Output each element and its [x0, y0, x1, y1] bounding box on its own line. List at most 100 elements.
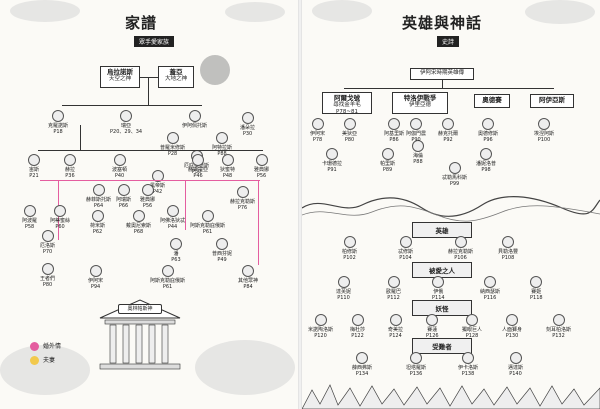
flames-illustration	[302, 384, 600, 409]
yellow-dot-icon	[30, 356, 39, 365]
tree-line	[344, 88, 554, 89]
cloud-decoration	[195, 340, 295, 395]
branch-box: 奧德賽	[474, 94, 510, 108]
legend: 婚外情 夫妻	[30, 340, 61, 368]
uranus-box: 烏拉諾斯天空之神	[100, 66, 140, 88]
legend-item: 夫妻	[30, 354, 61, 368]
gaia-box: 蓋亞大地之神	[158, 66, 194, 88]
section-monsters: 妖怪	[412, 300, 472, 316]
affair-line	[40, 180, 260, 181]
earth-icon	[200, 55, 230, 85]
cloud-decoration	[312, 0, 372, 22]
branch-box: 特洛伊戰爭伊里亞德	[392, 92, 448, 114]
tree-line	[442, 80, 443, 88]
tree-line	[38, 150, 263, 151]
book-gutter	[298, 0, 302, 409]
pink-dot-icon	[30, 342, 39, 351]
person-node: 伊阿佩托斯	[182, 110, 207, 129]
cloud-decoration	[525, 0, 595, 24]
branch-box: 阿伊亞斯	[530, 94, 574, 108]
page-title: 家譜	[125, 14, 158, 32]
affair-line	[185, 180, 186, 230]
spouse-line	[140, 77, 158, 78]
affair-line	[258, 180, 259, 265]
tree-line	[148, 77, 149, 105]
wave-illustration	[302, 196, 600, 222]
tree-line	[62, 105, 202, 106]
cloud-decoration	[10, 0, 80, 22]
cloud-decoration	[225, 2, 285, 22]
root-box: 伊阿宋時期英雄傳	[410, 68, 474, 80]
temple-banner: 奧林帕斯神	[118, 304, 162, 314]
page-subtitle: 史詩	[437, 36, 460, 47]
section-heroes: 英雄	[412, 222, 472, 238]
page-subtitle: 眾手愛家族	[134, 36, 175, 47]
section-sufferers: 受難者	[412, 338, 472, 354]
page-title: 英雄與神話	[402, 14, 483, 32]
cloud-decoration	[0, 345, 90, 395]
tree-line	[80, 125, 81, 150]
